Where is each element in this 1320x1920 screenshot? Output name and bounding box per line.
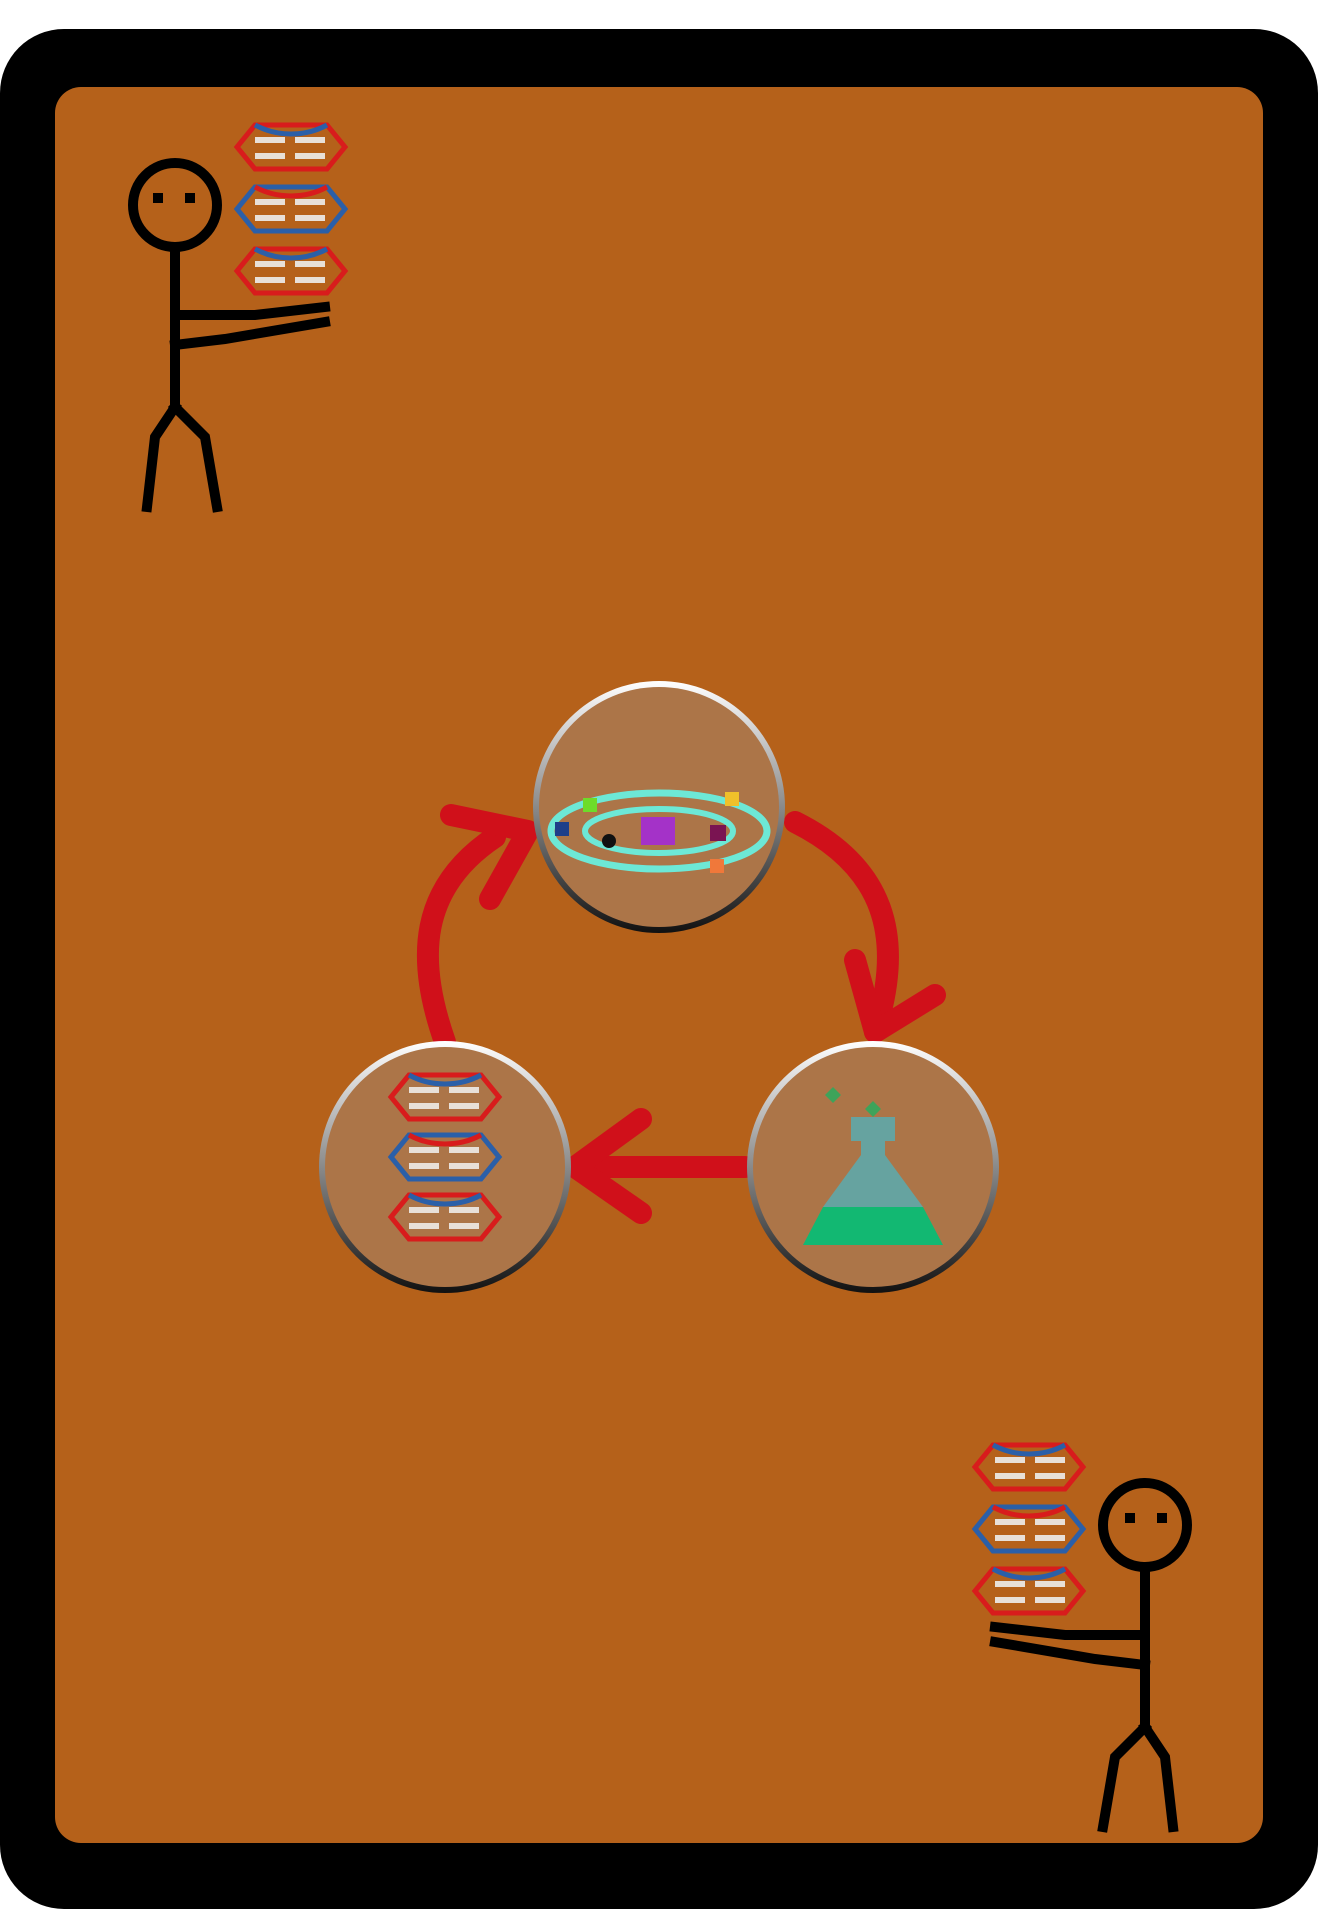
arrow-head-dna-to-solar	[440, 804, 539, 910]
arrow-dna-to-solar	[416, 826, 506, 1053]
dna-node	[319, 1041, 571, 1293]
dna-stack-icon	[233, 122, 349, 296]
cycle-arrows	[416, 804, 946, 1224]
arrow-head-flask-to-dna	[564, 1108, 652, 1224]
solar-system-icon	[547, 789, 771, 873]
dna-icon	[387, 1072, 503, 1242]
arrow-head-solar-to-flask	[844, 949, 946, 1043]
stick-figure-body	[128, 158, 331, 513]
bottom-right-stick-figure-icon	[971, 1442, 1192, 1833]
arrow-solar-to-flask	[784, 811, 899, 1043]
top-left-stick-figure-icon	[128, 122, 349, 513]
chemistry-node	[747, 1041, 999, 1293]
card-frame	[0, 29, 1318, 1909]
card-face	[55, 87, 1263, 1843]
solar-system-node	[533, 681, 785, 933]
flask-icon	[803, 1087, 943, 1245]
cycle-diagram	[319, 681, 999, 1293]
